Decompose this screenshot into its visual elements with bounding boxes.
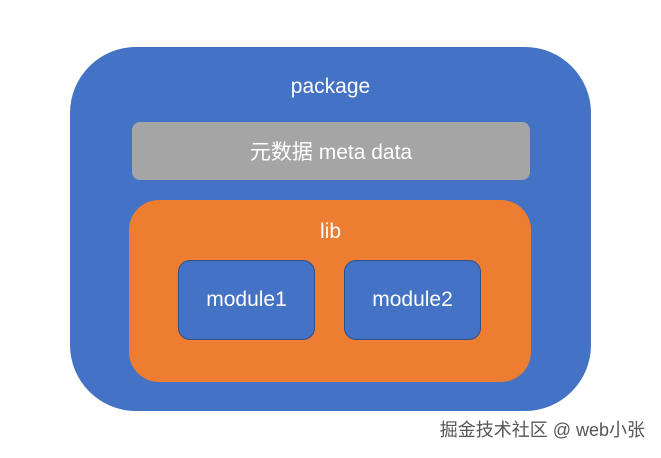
package-label: package	[290, 75, 371, 98]
module2-label: module2	[372, 288, 453, 311]
watermark-text: 掘金技术社区 @ web小张	[439, 420, 645, 440]
meta-data-label: 元数据 meta data	[249, 141, 413, 164]
lib-label: lib	[319, 220, 341, 243]
module2-box: module2	[344, 260, 481, 340]
meta-data-box: 元数据 meta data	[132, 122, 530, 180]
module1-label: module1	[206, 288, 287, 311]
module1-box: module1	[178, 260, 315, 340]
